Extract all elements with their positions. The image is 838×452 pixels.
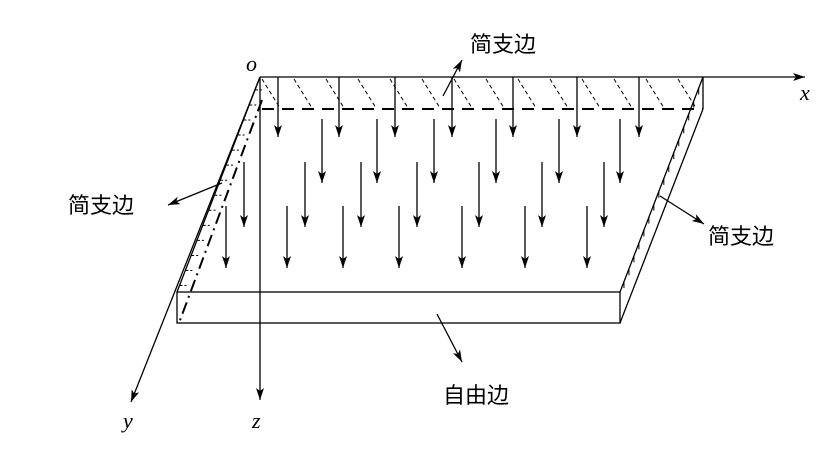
right-edge-label: 简支边 xyxy=(708,225,774,250)
z-axis-label: z xyxy=(251,408,261,433)
front-edge-label: 自由边 xyxy=(443,384,509,409)
top-edge-hatch xyxy=(677,78,697,109)
top-edge-hatch xyxy=(453,78,473,109)
top-edge-hatch xyxy=(517,78,537,109)
top-edge-hatch xyxy=(485,78,505,109)
plate-front-face xyxy=(176,291,621,324)
left-edge-leader xyxy=(167,182,223,206)
top-edge-hatch xyxy=(325,78,345,109)
front-edge-leader xyxy=(436,313,463,363)
top-edge-hatch xyxy=(293,78,313,109)
top-edge-hatch xyxy=(549,78,569,109)
top-edge-hatch xyxy=(613,78,633,109)
top-edge-hatch xyxy=(421,78,441,109)
top-edge-hatch xyxy=(357,78,377,109)
top-edge-leader xyxy=(442,59,463,97)
right-edge-leader xyxy=(659,195,705,225)
origin-label: o xyxy=(246,51,257,76)
top-edge-hatch xyxy=(645,78,665,109)
top-edge-hatch xyxy=(261,78,281,109)
top-edge-hatch xyxy=(581,78,601,109)
plate-left-dashed-edge xyxy=(178,99,263,324)
plate-right-outer-edge xyxy=(619,108,704,324)
top-edge-label: 简支边 xyxy=(470,33,536,58)
top-edge-hatch xyxy=(389,78,409,109)
left-edge-label: 简支边 xyxy=(68,194,134,219)
x-axis-label: x xyxy=(799,80,810,105)
y-axis-label: y xyxy=(121,408,133,433)
